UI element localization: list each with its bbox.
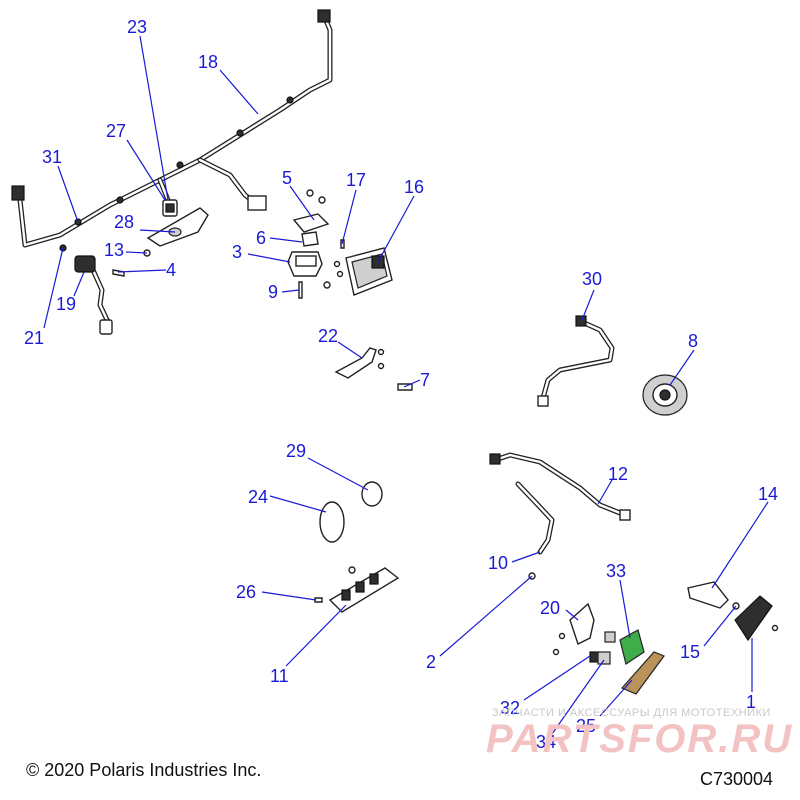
- bracket-22: [334, 347, 385, 379]
- callout-11: 11: [270, 666, 289, 686]
- relay-group: [287, 189, 331, 299]
- callout-12: 12: [608, 464, 628, 484]
- callout-8: 8: [688, 331, 698, 351]
- callout-17: 17: [346, 170, 366, 190]
- callout-32: 32: [500, 698, 520, 718]
- callout-13: 13: [104, 240, 124, 260]
- watermark-brand: PARTSFOR.RU: [486, 717, 793, 761]
- callout-24: 24: [248, 487, 268, 507]
- callout-34: 34: [536, 732, 556, 752]
- callout-14: 14: [758, 484, 778, 504]
- callout-6: 6: [256, 228, 266, 248]
- sub-harness-30: [537, 315, 615, 407]
- connector-left: [11, 185, 25, 201]
- diagram-code: C730004: [700, 769, 773, 789]
- strap-29: [361, 481, 383, 507]
- callout-21: 21: [24, 328, 44, 348]
- callout-1: 1: [746, 692, 756, 712]
- callout-15: 15: [680, 642, 700, 662]
- callout-18: 18: [198, 52, 218, 72]
- callout-7: 7: [420, 370, 430, 390]
- regulator-1: [734, 595, 779, 642]
- screw-4: [112, 269, 125, 277]
- bracket-20: [552, 602, 595, 656]
- harness-12: [489, 452, 631, 555]
- bracket-14: [687, 581, 729, 609]
- callout-labels: 23 18 27 31 28 13 4 19 21 5 6 3 9 17 16 …: [24, 17, 778, 752]
- callout-23: 23: [127, 17, 147, 37]
- callout-29: 29: [286, 441, 306, 461]
- callout-31: 31: [42, 147, 62, 167]
- relay-32-34: [589, 631, 616, 665]
- callout-10: 10: [488, 553, 508, 573]
- connector-mid: [247, 195, 267, 211]
- main-wire-harness: [11, 9, 333, 248]
- bracket-25: [620, 651, 665, 695]
- callout-33: 33: [606, 561, 626, 581]
- bracket-28: [146, 207, 209, 247]
- strap-24: [319, 501, 345, 543]
- horn-8: [642, 374, 688, 416]
- callout-22: 22: [318, 326, 338, 346]
- screw-26: [314, 597, 323, 603]
- callout-30: 30: [582, 269, 602, 289]
- callout-4: 4: [166, 260, 176, 280]
- control-module-16: [333, 247, 393, 296]
- watermark-tagline: ЗАПЧАСТИ И АКСЕССУАРЫ ДЛЯ МОТОТЕХНИКИ: [492, 707, 771, 719]
- watermark: ЗАПЧАСТИ И АКСЕССУАРЫ ДЛЯ МОТОТЕХНИКИ PA…: [486, 707, 793, 761]
- leader-lines: [43, 35, 769, 735]
- callout-20: 20: [540, 598, 560, 618]
- callout-27: 27: [106, 121, 126, 141]
- sensor-19: [74, 255, 113, 335]
- connector-23: [162, 199, 178, 217]
- callout-28: 28: [114, 212, 134, 232]
- callout-2: 2: [426, 652, 436, 672]
- fuse-block-11: [328, 566, 400, 613]
- copyright-notice: © 2020 Polaris Industries Inc.: [26, 760, 261, 780]
- board-33: [619, 629, 645, 665]
- callout-16: 16: [404, 177, 424, 197]
- callout-19: 19: [56, 294, 76, 314]
- callout-9: 9: [268, 282, 278, 302]
- connector-top: [317, 9, 331, 23]
- callout-3: 3: [232, 242, 242, 262]
- callout-25: 25: [576, 716, 596, 736]
- callout-5: 5: [282, 168, 292, 188]
- callout-26: 26: [236, 582, 256, 602]
